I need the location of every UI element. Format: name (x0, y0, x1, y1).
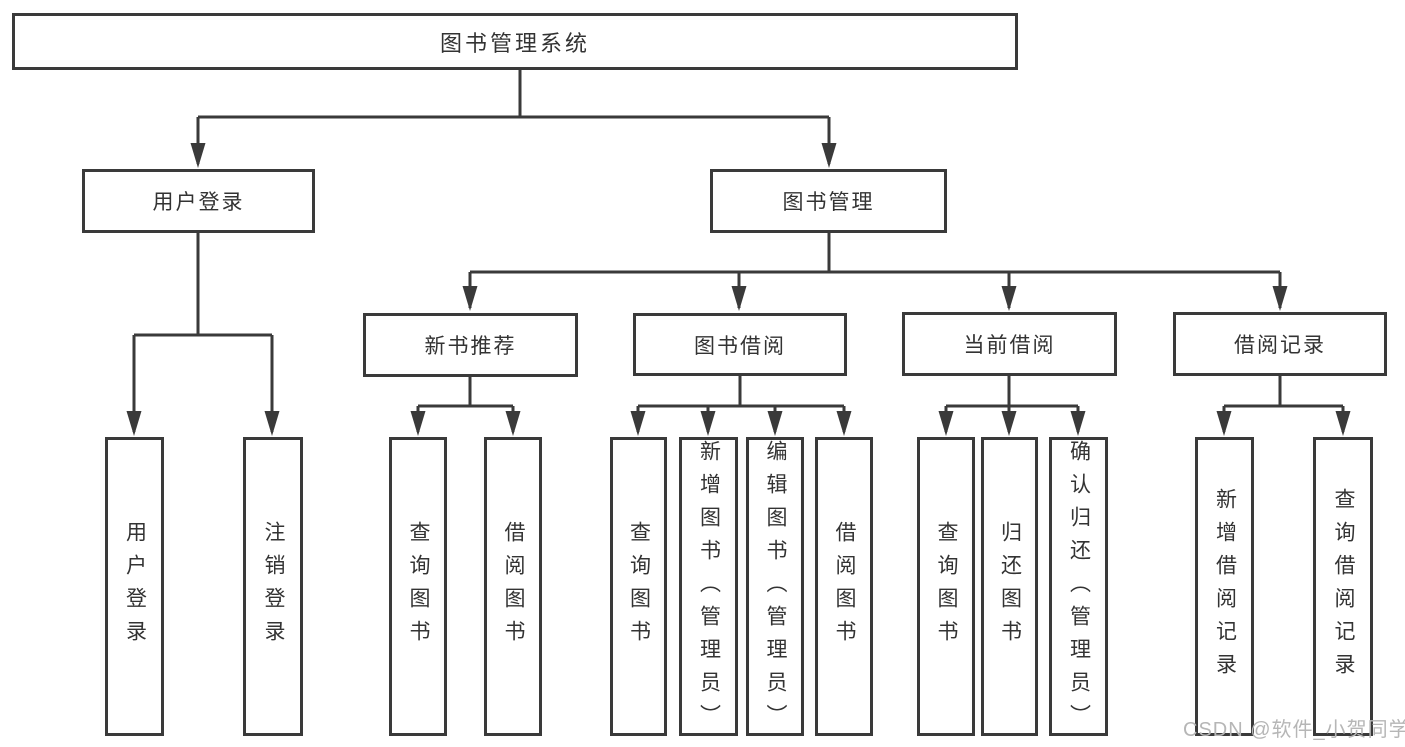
node-label: 查询图书 (935, 520, 958, 653)
arrowhead-icon (126, 411, 142, 436)
arrowhead-icon (731, 286, 747, 311)
arrowheads (126, 143, 1351, 436)
node-label: 用户登录 (123, 520, 147, 653)
leaf-return-books: 归还图书 (981, 437, 1038, 736)
node-label: 用户登录 (152, 191, 245, 214)
node-user-login: 用户登录 (82, 169, 315, 233)
arrowhead-icon (1272, 286, 1288, 311)
arrowhead-icon (1216, 411, 1232, 436)
node-label: 借阅图书 (502, 520, 525, 653)
node-book-borrowing: 图书借阅 (633, 313, 847, 376)
node-label: 图书管理 (782, 191, 875, 214)
node-label: 确认归还（管理员） (1067, 440, 1091, 737)
leaf-add-books-admin: 新增图书（管理员） (679, 437, 738, 737)
node-label: 查询图书 (627, 520, 651, 653)
leaf-add-borrow-record: 新增借阅记录 (1195, 437, 1254, 736)
node-label: 图书管理系统 (439, 30, 590, 56)
leaf-query-books-1: 查询图书 (389, 437, 447, 736)
node-label: 查询图书 (407, 520, 430, 653)
arrowhead-icon (700, 411, 716, 436)
arrowhead-icon (938, 411, 954, 436)
arrowhead-icon (836, 411, 852, 436)
node-label: 新增借阅记录 (1213, 487, 1237, 686)
arrowhead-icon (767, 411, 783, 436)
arrowhead-icon (410, 411, 426, 436)
tree-branch-lines (132, 70, 1345, 432)
leaf-confirm-return-admin: 确认归还（管理员） (1049, 437, 1108, 737)
node-label: 当前借阅 (963, 334, 1056, 357)
arrowhead-icon (1001, 411, 1017, 436)
leaf-query-borrow-record: 查询借阅记录 (1313, 437, 1373, 736)
leaf-borrow-books-2: 借阅图书 (815, 437, 873, 736)
node-borrowing-records: 借阅记录 (1173, 312, 1387, 376)
node-label: 图书借阅 (694, 334, 786, 358)
node-label: 查询借阅记录 (1332, 487, 1355, 686)
arrowhead-icon (1001, 286, 1017, 311)
arrowhead-icon (630, 411, 646, 436)
leaf-query-books-2: 查询图书 (610, 437, 667, 736)
node-label: 新书推荐 (424, 335, 517, 358)
arrowhead-icon (190, 143, 206, 168)
arrowhead-icon (505, 411, 521, 436)
leaf-query-books-3: 查询图书 (917, 437, 975, 736)
node-book-management: 图书管理 (710, 169, 947, 233)
arrowhead-icon (1070, 411, 1086, 436)
leaf-logout: 注销登录 (243, 437, 303, 736)
arrowhead-icon (1335, 411, 1351, 436)
node-new-book-recommend: 新书推荐 (363, 313, 578, 377)
node-label: 归还图书 (998, 520, 1022, 653)
csdn-watermark: CSDN @软件_小贺同学 (1183, 719, 1405, 741)
arrowhead-icon (462, 286, 478, 311)
node-library-management-system: 图书管理系统 (12, 13, 1018, 70)
arrowhead-icon (264, 411, 280, 436)
arrowhead-icon (821, 143, 837, 168)
node-label: 编辑图书（管理员） (764, 440, 787, 737)
node-label: 新增图书（管理员） (697, 440, 721, 737)
node-label: 借阅记录 (1234, 334, 1326, 357)
node-label: 借阅图书 (833, 520, 856, 653)
leaf-borrow-books-1: 借阅图书 (484, 437, 542, 736)
node-label: 注销登录 (262, 520, 285, 653)
node-current-borrowing: 当前借阅 (902, 312, 1117, 376)
leaf-edit-books-admin: 编辑图书（管理员） (746, 437, 804, 737)
leaf-user-login: 用户登录 (105, 437, 164, 736)
